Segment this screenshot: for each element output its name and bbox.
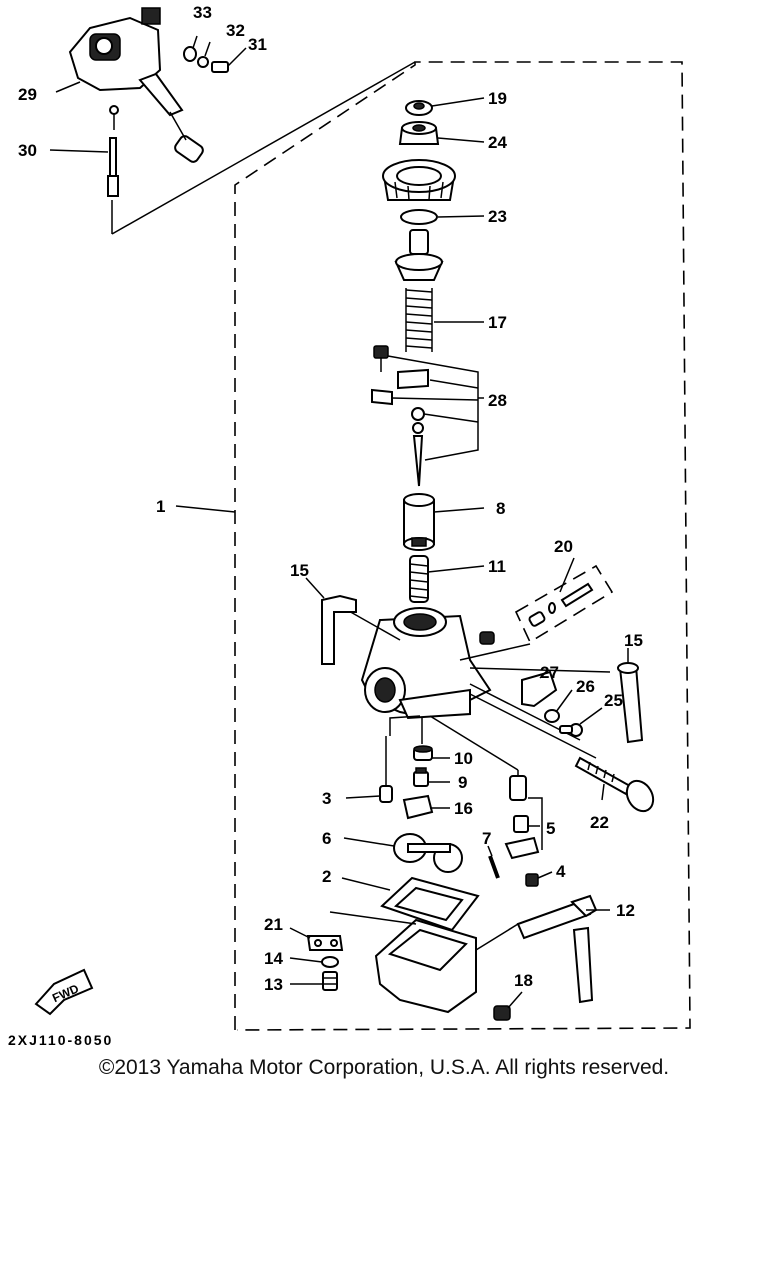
callout-15b: 15 (624, 631, 643, 650)
callout-16: 16 (454, 799, 473, 818)
callout-10: 10 (454, 749, 473, 768)
callout-29: 29 (18, 85, 37, 104)
callout-1: 1 (156, 497, 165, 516)
leader-lines (49, 35, 629, 1009)
callout-8: 8 (496, 499, 505, 518)
callout-2: 2 (322, 867, 331, 886)
callout-27: 27 (540, 663, 559, 682)
washer-26 (544, 709, 560, 723)
float-valve-16 (402, 794, 434, 820)
callout-18: 18 (514, 971, 533, 990)
starter-jet-5 (504, 770, 543, 860)
seal-24 (398, 121, 440, 145)
callout-31: 31 (248, 35, 267, 54)
top-cap-nut (382, 159, 456, 201)
jet-needle-set-28 (371, 345, 479, 487)
bracket-21 (306, 935, 344, 951)
callout-3: 3 (322, 789, 331, 808)
callout-14: 14 (264, 949, 283, 968)
callout-24: 24 (488, 133, 507, 152)
callout-23: 23 (488, 207, 507, 226)
washer-14 (321, 956, 339, 968)
gasket-2 (380, 876, 480, 932)
callout-25: 25 (604, 691, 623, 710)
callout-17: 17 (488, 313, 507, 332)
pilot-screw-set-20 (514, 564, 614, 644)
callout-labels: 1 2 3 4 5 6 7 8 9 10 11 12 13 14 15 15 1… (18, 3, 643, 994)
callout-7: 7 (482, 829, 491, 848)
callout-4: 4 (556, 862, 566, 881)
fwd-arrow: FWD (34, 968, 94, 1016)
screw-18 (493, 1005, 511, 1021)
pin-7 (488, 855, 500, 879)
hose-15-left (321, 594, 357, 665)
callout-9: 9 (458, 773, 467, 792)
float-6 (393, 833, 463, 873)
hose-12 (516, 894, 598, 1004)
cable-adjuster-30 (107, 105, 119, 197)
needle-jet-10 (413, 745, 433, 761)
assembly-boundary (111, 61, 691, 1031)
screw-13 (322, 971, 338, 991)
carburetor-exploded-diagram: FWD 1 (18, 3, 691, 1031)
throttle-stop-screw-22 (574, 756, 655, 813)
main-jet-9 (413, 767, 429, 787)
callout-33: 33 (193, 3, 212, 22)
callout-12: 12 (616, 901, 635, 920)
callout-21: 21 (264, 915, 283, 934)
callout-26: 26 (576, 677, 595, 696)
copyright-notice: ©2013 Yamaha Motor Corporation, U.S.A. A… (98, 1056, 670, 1079)
spring-11 (409, 555, 429, 603)
pilot-jet-3 (379, 736, 393, 803)
screw-25 (559, 723, 583, 737)
spring-17 (405, 288, 433, 352)
callout-15a: 15 (290, 561, 309, 580)
hose-15-right (617, 662, 644, 744)
callout-28: 28 (488, 391, 507, 410)
cable-guide (394, 229, 444, 281)
washer-19 (405, 100, 433, 116)
drawing-code: 2XJ110-8050 (8, 1032, 114, 1048)
screw-4 (525, 873, 539, 887)
callout-19: 19 (488, 89, 507, 108)
callout-6: 6 (322, 829, 331, 848)
throttle-valve-assembly-29 (68, 7, 204, 163)
callout-11: 11 (488, 557, 506, 576)
callout-20: 20 (554, 537, 573, 556)
callout-13: 13 (264, 975, 283, 994)
screw-washers-31-33 (183, 46, 229, 73)
carburetor-body (339, 605, 611, 771)
o-ring-23 (400, 209, 438, 225)
float-chamber (329, 911, 519, 1014)
callout-5: 5 (546, 819, 555, 838)
throttle-slide-8 (403, 493, 435, 551)
callout-30: 30 (18, 141, 37, 160)
callout-22: 22 (590, 813, 609, 832)
callout-32: 32 (226, 21, 245, 40)
